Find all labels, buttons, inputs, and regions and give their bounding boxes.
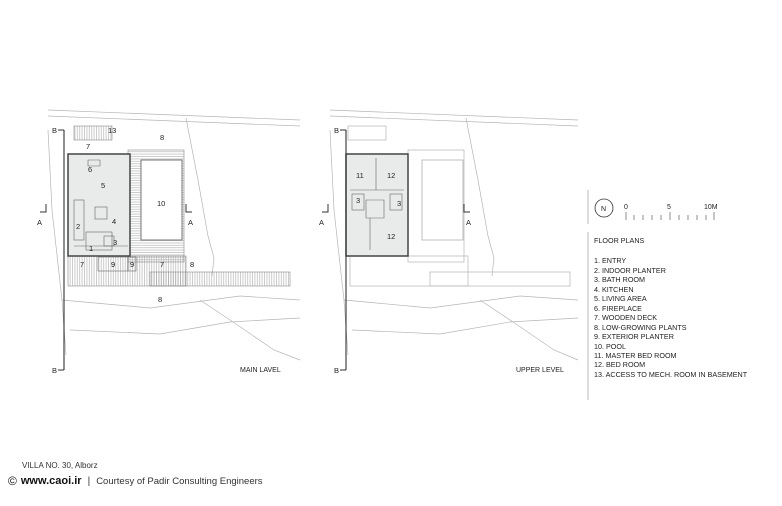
north-arrow-icon	[594, 198, 614, 218]
main-num-10: 10	[157, 199, 165, 208]
upper-num-3b: 3	[397, 199, 401, 208]
main-level-label: MAIN LAVEL	[240, 367, 281, 374]
floor-plans-legend: FLOOR PLANS 1. ENTRY 2. INDOOR PLANTER 3…	[594, 236, 747, 379]
legend-item: 5. LIVING AREA	[594, 294, 647, 304]
scale-bar	[625, 212, 715, 220]
upper-level-plan: 11 12 3 3 12 B B A A UPPER LEVEL	[319, 109, 579, 375]
main-num-9a: 9	[111, 260, 115, 269]
legend-item: 10. POOL	[594, 341, 626, 351]
upper-section-b-bottom: B	[334, 366, 339, 375]
main-num-7c: 7	[160, 260, 164, 269]
legend-item: 4. KITCHEN	[594, 284, 634, 294]
main-deck-walkway	[149, 271, 291, 287]
main-pool	[140, 159, 183, 241]
upper-interior	[350, 158, 404, 250]
site-link[interactable]: www.caoi.ir	[20, 475, 82, 487]
main-num-7b: 7	[80, 260, 84, 269]
main-num-3: 3	[113, 238, 117, 247]
legend-item: 11. MASTER BED ROOM	[594, 350, 677, 360]
main-site-outline	[47, 109, 301, 361]
main-section-a-right-label: A	[188, 218, 193, 227]
upper-section-a-left	[322, 204, 329, 213]
upper-pool-outline	[421, 159, 464, 241]
upper-num-12b: 12	[387, 232, 395, 241]
upper-num-12a: 12	[387, 171, 395, 180]
footer-separator: |	[87, 475, 91, 487]
main-num-8a: 8	[160, 133, 164, 142]
legend-item: 6. FIREPLACE	[594, 303, 642, 313]
north-and-scale: N 0 5 10M	[587, 190, 718, 400]
main-house	[67, 153, 131, 257]
legend-item: 1. ENTRY	[594, 256, 627, 266]
main-num-8c: 8	[158, 295, 162, 304]
main-num-5: 5	[101, 181, 105, 190]
main-section-a-left-label: A	[37, 218, 42, 227]
main-num-6: 6	[88, 165, 92, 174]
legend-item: 2. INDOOR PLANTER	[594, 265, 666, 275]
north-label: N	[601, 206, 606, 213]
upper-house	[345, 153, 409, 257]
main-num-13: 13	[108, 126, 116, 135]
copyright-icon: ©	[8, 474, 17, 488]
main-deck-top	[73, 125, 113, 141]
main-num-9b: 9	[130, 260, 134, 269]
legend-title: FLOOR PLANS	[594, 236, 645, 245]
main-section-a-right	[185, 204, 192, 213]
legend-item: 7. WOODEN DECK	[594, 313, 658, 323]
main-num-4: 4	[112, 217, 116, 226]
legend-item: 9. EXTERIOR PLANTER	[594, 332, 674, 342]
main-num-1: 1	[89, 244, 93, 253]
main-num-8b: 8	[190, 260, 194, 269]
legend-item: 12. BED ROOM	[594, 360, 646, 370]
upper-section-a-right-label: A	[466, 218, 471, 227]
legend-item: 8. LOW-GROWING PLANTS	[594, 322, 687, 332]
main-section-b-top: B	[52, 126, 57, 135]
scale-tick-5: 5	[667, 204, 671, 211]
legend-item: 13. ACCESS TO MECH. ROOM IN BASEMENT	[594, 369, 748, 379]
scale-tick-0: 0	[624, 204, 628, 211]
main-level-plan: 13 7 8 6 5 10 2 4 1 3 7 9 9 7 8 8 B B A …	[37, 109, 301, 375]
main-section-b-bottom: B	[52, 366, 57, 375]
credit-text: Courtesy of Padir Consulting Engineers	[96, 475, 263, 487]
main-section-a-left	[40, 204, 47, 213]
main-interior	[73, 159, 128, 251]
upper-level-label: UPPER LEVEL	[516, 367, 564, 374]
footer-credit: © www.caoi.ir | Courtesy of Padir Consul…	[8, 474, 263, 488]
main-num-7a: 7	[86, 142, 90, 151]
upper-section-a-left-label: A	[319, 218, 324, 227]
main-planter-9b	[127, 256, 137, 272]
scale-tick-10: 10M	[704, 204, 718, 211]
upper-num-11: 11	[356, 171, 364, 180]
upper-section-b-top: B	[334, 126, 339, 135]
main-num-2: 2	[76, 222, 80, 231]
project-title: VILLA NO. 30, Alborz	[22, 461, 98, 470]
upper-num-3a: 3	[356, 196, 360, 205]
legend-item: 3. BATH ROOM	[594, 275, 645, 285]
upper-section-a-right	[463, 204, 470, 213]
